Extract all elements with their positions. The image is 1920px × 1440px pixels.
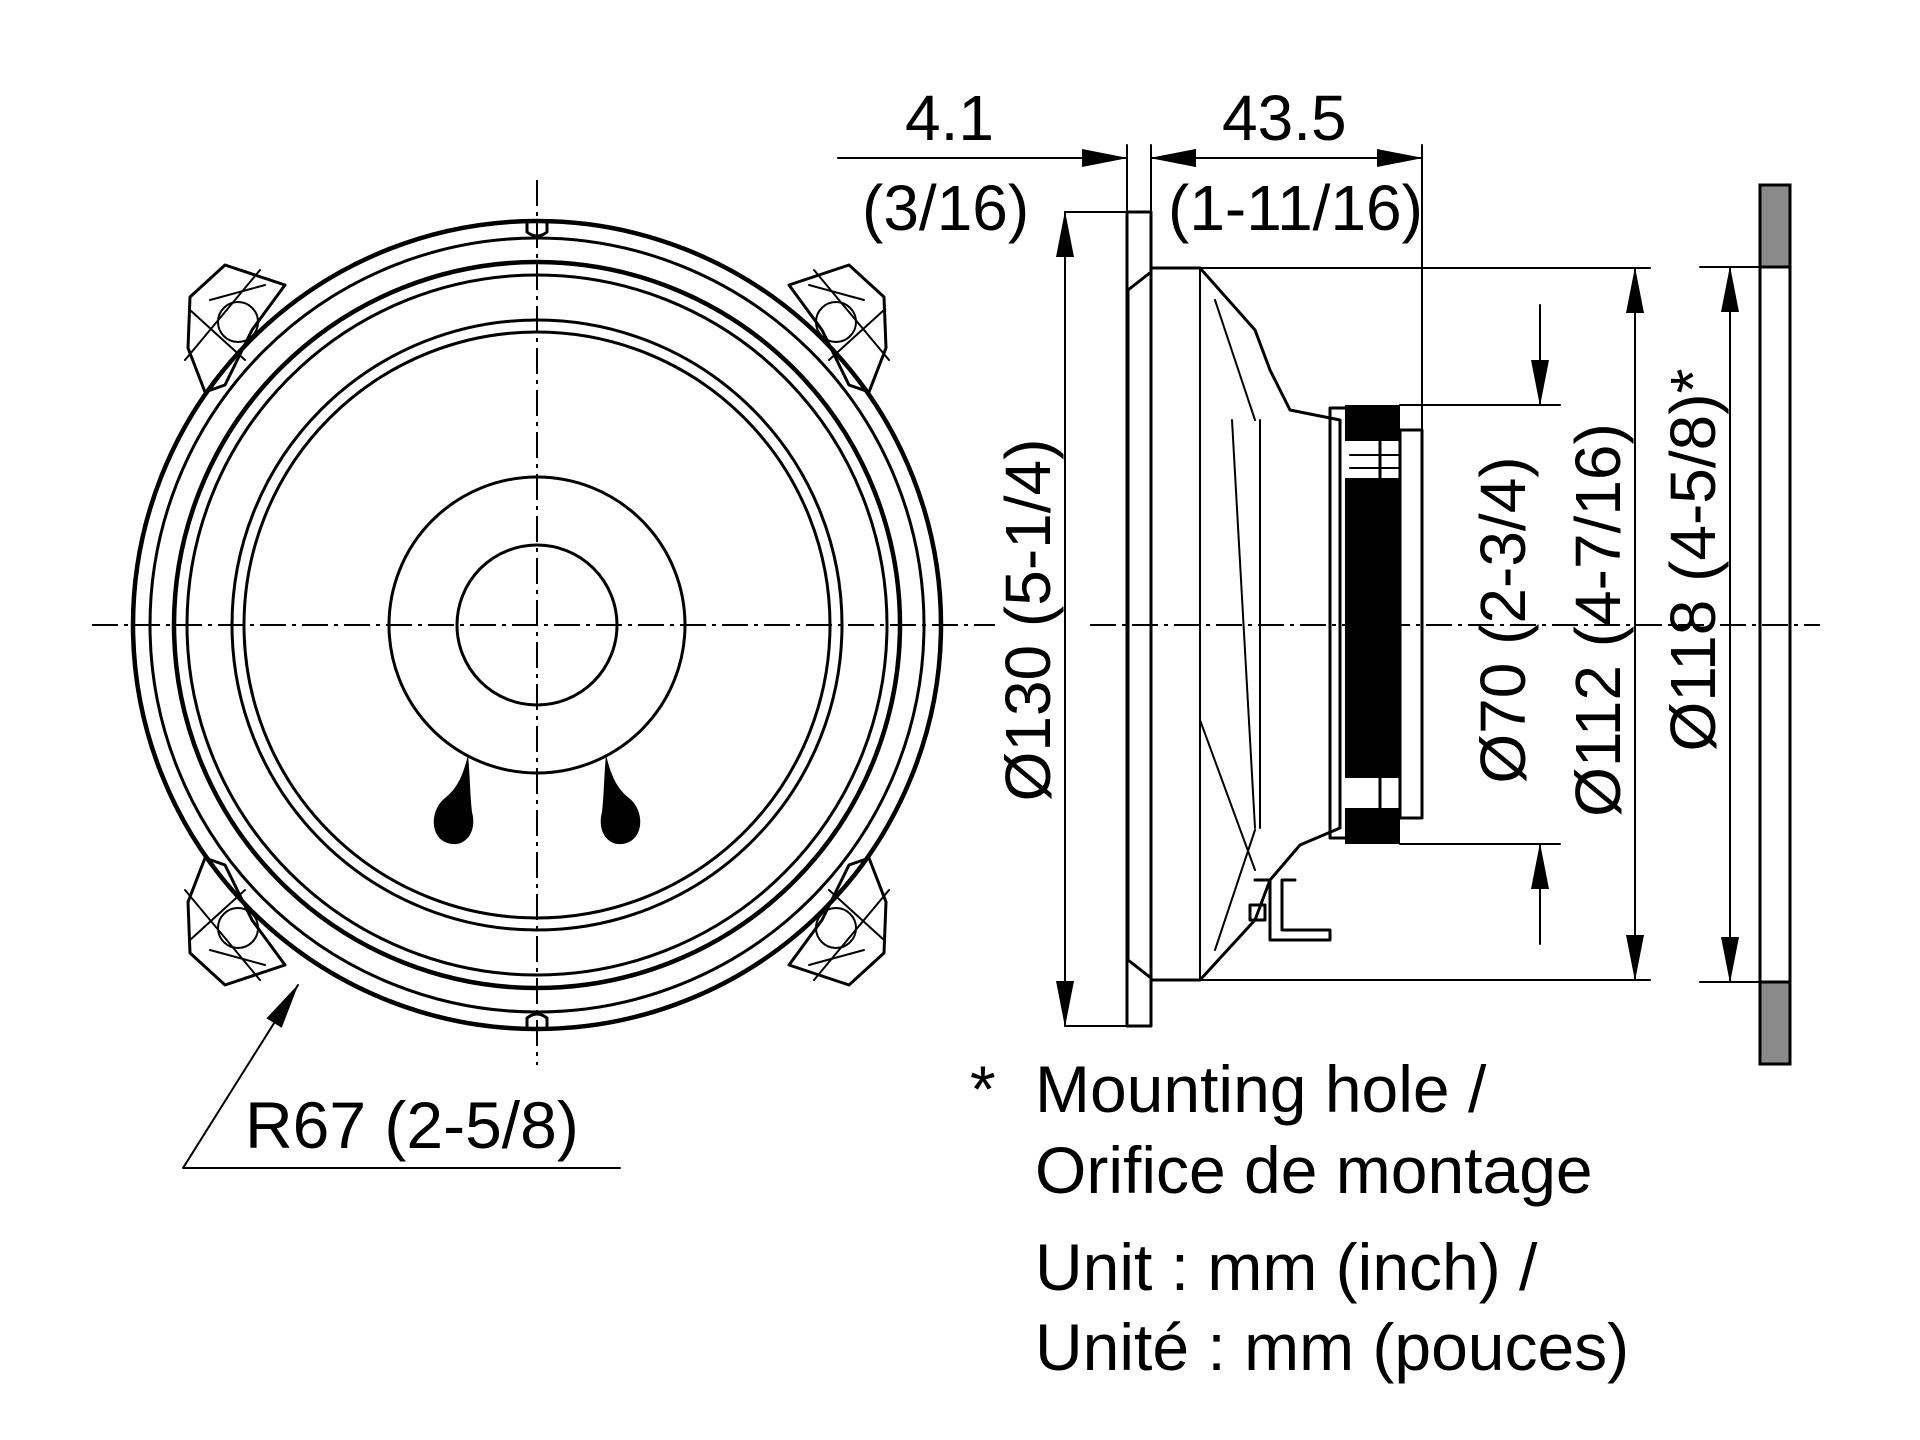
mounting-tabs (184, 263, 890, 987)
terminal-right (600, 755, 641, 845)
front-view: R67 (2-5/8) (92, 180, 995, 1169)
mounting-panel-upper (1758, 183, 1792, 269)
magnet-back-plate (1398, 428, 1424, 820)
dim-frame-diameter-label: Ø112 (4-7/16) (1562, 423, 1634, 817)
outer-frame-circle (130, 218, 944, 1032)
magnet-body (1345, 478, 1400, 778)
dim-mounting-hole-label: Ø118 (4-5/8)* (1657, 369, 1729, 752)
radius-label: R67 (2-5/8) (245, 1088, 579, 1162)
radius-leader (182, 984, 621, 1169)
note-unit-fr: Unité : mm (pouces) (1035, 1310, 1629, 1384)
side-view: 4.1 (3/16) 43.5 (1-11/16) Ø130 (5-1/4) Ø… (837, 82, 1820, 1066)
mounting-tab-top-right (787, 263, 890, 394)
note-unit-en: Unit : mm (inch) / (1035, 1230, 1538, 1304)
note-mounting-hole-en: Mounting hole / (1035, 1052, 1487, 1126)
dim-depth-mm: 43.5 (1222, 82, 1347, 154)
dim-flange-thickness-inch: (3/16) (862, 172, 1029, 244)
side-terminal (1248, 878, 1332, 942)
cone-ring-circle (387, 475, 687, 775)
terminal-left (433, 755, 474, 845)
note-mounting-hole-fr: Orifice de montage (1035, 1133, 1593, 1207)
front-flange (1125, 210, 1153, 1028)
surround-outer-circle (230, 318, 844, 932)
dim-depth-inch: (1-11/16) (1168, 172, 1423, 244)
magnet-bottom-plate (1345, 808, 1400, 844)
frame-inner-rim (148, 236, 926, 1014)
rim-notch-bottom (525, 1012, 549, 1030)
mounting-panel-lower (1758, 980, 1792, 1066)
magnet-top-plate (1345, 405, 1400, 441)
dim-magnet-diameter-label: Ø70 (2-3/4) (1467, 456, 1539, 783)
dust-cap-circle (455, 543, 619, 707)
surround-inner-circle (242, 330, 832, 920)
basket-frame (1149, 266, 1342, 982)
extension-lines (1064, 144, 1761, 1027)
gasket-outer-circle (171, 259, 903, 991)
dim-outer-diameter-label: Ø130 (5-1/4) (992, 439, 1064, 802)
mounting-tab-top-left (184, 263, 287, 394)
rim-notch-top (525, 220, 549, 238)
dim-flange-thickness-mm: 4.1 (905, 82, 994, 154)
gasket (1126, 270, 1153, 980)
mounting-tab-bottom-right (787, 856, 890, 987)
gasket-inner-circle (185, 273, 889, 977)
notes: * Mounting hole / Orifice de montage Uni… (970, 1052, 1629, 1384)
mounting-tab-bottom-left (184, 856, 287, 987)
note-asterisk: * (970, 1052, 996, 1126)
